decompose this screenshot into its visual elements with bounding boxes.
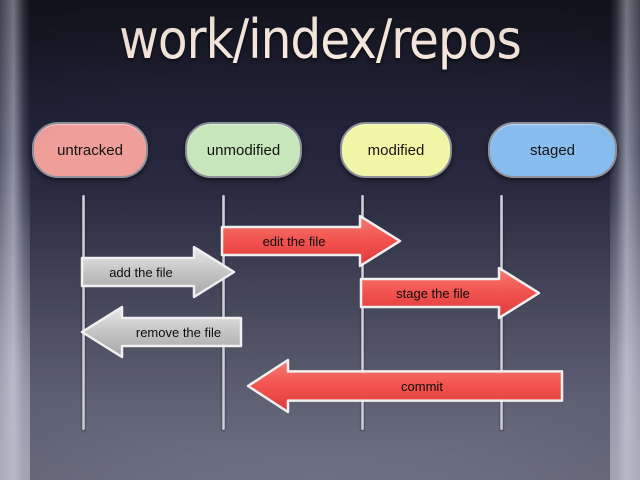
left-edge-highlight <box>0 0 30 480</box>
state-box-modified[interactable]: modified <box>340 122 452 178</box>
transition-arrow-remove-the-file[interactable]: remove the file <box>80 305 243 359</box>
transition-arrow-add-the-file[interactable]: add the file <box>80 245 236 299</box>
state-box-untracked[interactable]: untracked <box>32 122 148 178</box>
right-edge-highlight <box>610 0 640 480</box>
state-label: modified <box>367 141 425 159</box>
transition-arrow-edit-the-file[interactable]: edit the file <box>220 214 402 268</box>
page-title: work/index/repos <box>119 8 522 71</box>
transition-arrow-commit[interactable]: commit <box>246 358 564 414</box>
lifeline-untracked <box>82 195 85 430</box>
state-label: untracked <box>57 141 123 159</box>
state-box-unmodified[interactable]: unmodified <box>185 122 302 178</box>
state-box-staged[interactable]: staged <box>488 122 617 178</box>
state-label: unmodified <box>206 141 281 159</box>
lifeline-modified <box>361 195 364 430</box>
lifeline-unmodified <box>222 195 225 430</box>
state-label: staged <box>529 141 576 159</box>
transition-arrow-stage-the-file[interactable]: stage the file <box>359 266 541 320</box>
